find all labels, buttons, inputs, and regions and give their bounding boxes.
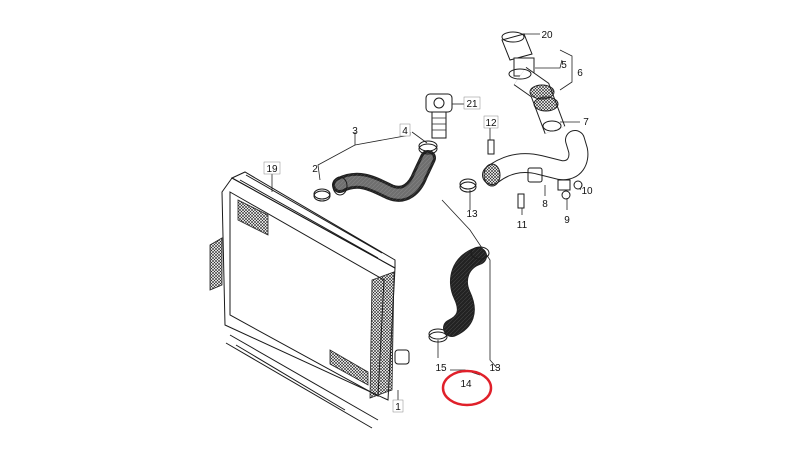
svg-text:2: 2: [312, 164, 318, 175]
callout-12: 12: [483, 115, 499, 129]
upper-pipe: [501, 31, 566, 134]
svg-text:20: 20: [541, 30, 553, 41]
bolt-12: [487, 139, 495, 155]
hose-clamp-2: [313, 188, 331, 202]
svg-text:10: 10: [581, 186, 593, 197]
callout-5: 5: [561, 60, 567, 71]
callout-21: 21: [463, 96, 481, 110]
svg-text:4: 4: [402, 126, 408, 137]
callout-2: 2: [312, 164, 318, 175]
svg-text:19: 19: [266, 164, 278, 175]
bolt-9: [561, 190, 571, 200]
callout-13a: 13: [466, 209, 478, 220]
callout-10: 10: [581, 186, 593, 197]
highlight-circle: [441, 369, 493, 407]
charge-air-cooler: [209, 171, 410, 429]
callout-20: 20: [541, 30, 553, 41]
svg-text:8: 8: [542, 199, 548, 210]
svg-text:9: 9: [564, 215, 570, 226]
callout-19: 19: [263, 161, 281, 175]
callout-8: 8: [542, 199, 548, 210]
svg-text:1: 1: [395, 402, 401, 413]
hose-clamp-4: [418, 140, 438, 155]
callout-13b: 13: [489, 363, 501, 374]
callout-9: 9: [564, 215, 570, 226]
svg-text:21: 21: [466, 99, 478, 110]
callout-3: 3: [352, 126, 358, 137]
callout-6: 6: [577, 68, 583, 79]
bolt-11: [517, 193, 525, 209]
hose-lower: [443, 246, 490, 337]
svg-text:11: 11: [517, 220, 528, 231]
svg-text:13: 13: [466, 209, 478, 220]
svg-text:5: 5: [561, 60, 567, 71]
svg-text:6: 6: [577, 68, 583, 79]
callout-15: 15: [435, 363, 447, 374]
intake-pipe-assembly: [482, 130, 589, 191]
svg-text:13: 13: [489, 363, 501, 374]
svg-text:14: 14: [460, 379, 472, 390]
callout-7: 7: [583, 117, 589, 128]
callout-11: 11: [517, 220, 528, 231]
callout-14: 14: [460, 379, 472, 390]
callout-labels: 1 2 3 4 5 6 7 8 9 10 11: [263, 30, 593, 413]
callout-4: 4: [399, 123, 411, 137]
callout-1: 1: [392, 399, 404, 413]
svg-text:12: 12: [485, 118, 497, 129]
hose-upper-left: [332, 150, 436, 202]
svg-text:3: 3: [352, 126, 358, 137]
svg-text:7: 7: [583, 117, 589, 128]
hose-clamp-13: [459, 178, 477, 193]
svg-text:15: 15: [435, 363, 447, 374]
connector-flange: [425, 93, 453, 139]
